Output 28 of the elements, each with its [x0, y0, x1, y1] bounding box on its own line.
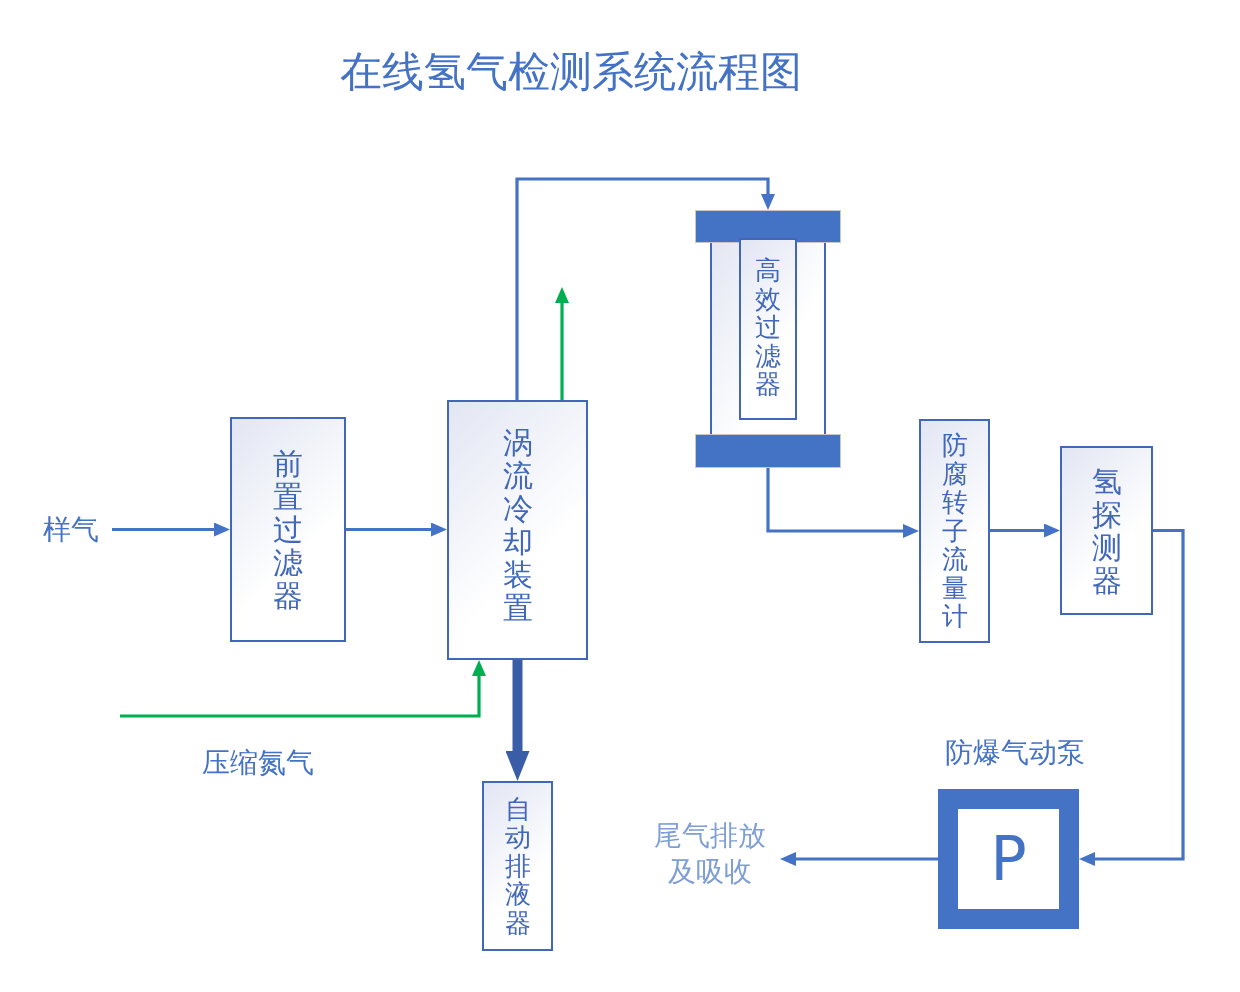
pump-caption: 防爆气动泵: [944, 735, 1086, 771]
process-box: [919, 419, 990, 643]
process-box: [739, 238, 797, 420]
box-label: 涡流冷却装置: [502, 426, 533, 624]
box-label: 氢探测器: [1091, 464, 1122, 597]
flow-arrow: [112, 522, 230, 537]
flow-arrow: [505, 660, 530, 781]
flow-arrow: [766, 468, 919, 538]
outlet-label: 尾气排放及吸收: [650, 818, 770, 896]
flow-arrow: [990, 523, 1060, 538]
pump-symbol: [938, 789, 1079, 929]
flow-arrow: [346, 522, 447, 537]
flow-arrow: [515, 177, 775, 400]
box-label: 防腐转子流量计: [941, 430, 968, 632]
process-box: [1060, 446, 1153, 615]
flow-arrow: [120, 660, 486, 718]
flow-arrow: [1079, 528, 1185, 866]
flow-arrow: [780, 852, 938, 866]
flow-arrow: [555, 287, 569, 400]
diagram-title: 在线氢气检测系统流程图: [339, 46, 803, 98]
process-box: [230, 417, 346, 642]
inlet-label: 样气: [40, 512, 102, 548]
process-box: [447, 400, 588, 660]
box-label: 前置过滤器: [273, 447, 303, 612]
process-box: [482, 781, 553, 951]
box-label: 自动排液器: [504, 794, 531, 938]
box-label: 高效过滤器: [755, 256, 781, 399]
pump-label: P: [990, 829, 1027, 889]
